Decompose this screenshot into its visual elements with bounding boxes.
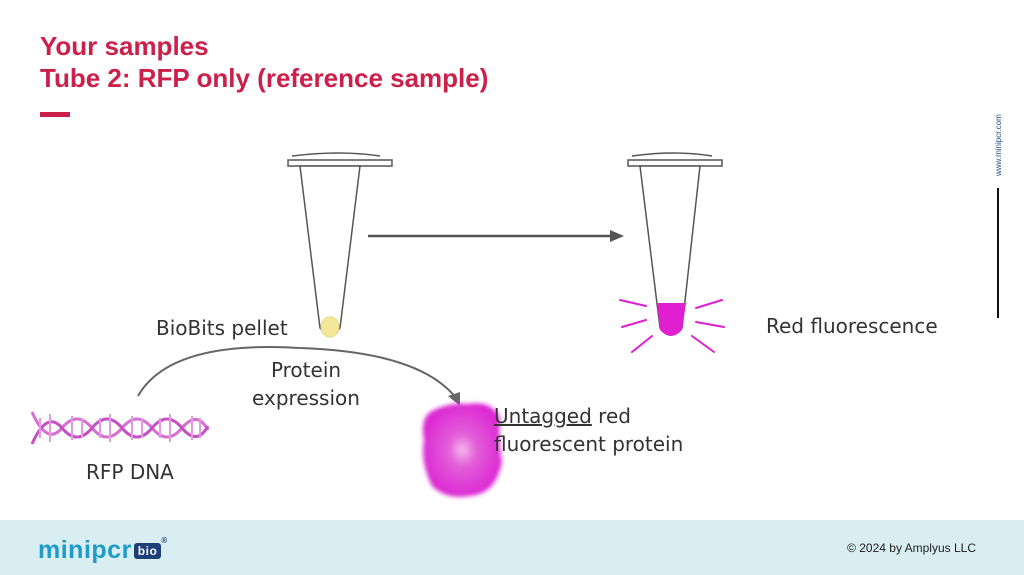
pellet-icon	[320, 316, 340, 338]
glow-rays-icon	[619, 299, 725, 353]
copyright-text: © 2024 by Amplyus LLC	[847, 541, 976, 555]
fluorescent-liquid	[657, 303, 686, 336]
expression-label: Protein expression	[236, 356, 376, 412]
logo-badge: bio	[133, 543, 162, 560]
process-arrow	[368, 230, 624, 242]
dna-label: RFP DNA	[86, 460, 174, 484]
slide-title: Your samples Tube 2: RFP only (reference…	[40, 30, 488, 94]
pellet-label: BioBits pellet	[156, 316, 288, 340]
title-accent-bar	[40, 112, 70, 117]
dna-helix-icon	[30, 411, 210, 445]
protein-label-line2: fluorescent protein	[494, 432, 684, 456]
logo-reg: ®	[161, 536, 168, 545]
tube-right	[619, 152, 725, 353]
logo-text: minipcr	[38, 536, 132, 564]
side-divider	[997, 188, 999, 318]
expression-label-line2: expression	[252, 386, 360, 410]
tube-left	[287, 152, 393, 338]
result-label: Red fluorescence	[766, 314, 938, 338]
title-line-1: Your samples	[40, 31, 209, 61]
expression-arrow	[137, 346, 460, 406]
expression-label-line1: Protein	[270, 358, 342, 382]
title-line-2: Tube 2: RFP only (reference sample)	[40, 63, 489, 93]
protein-label-rest: red	[591, 404, 631, 428]
protein-blob-icon	[422, 403, 502, 497]
protein-label: Untagged red fluorescent protein	[494, 402, 683, 458]
protein-label-underlined: Untagged	[494, 404, 592, 428]
